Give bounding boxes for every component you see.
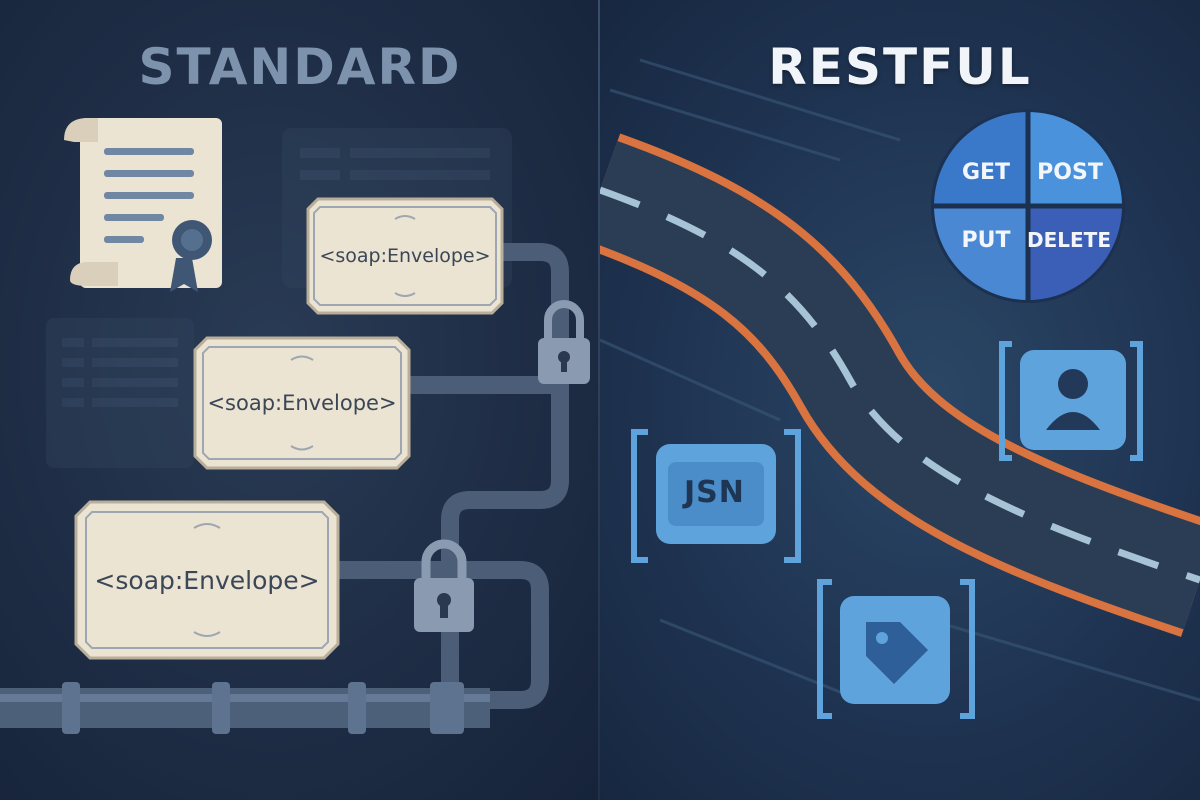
padlock-icon xyxy=(414,539,474,632)
pipe-network xyxy=(331,243,569,709)
standard-title: STANDARD xyxy=(138,38,462,96)
restful-background-art xyxy=(600,58,1200,719)
soap-envelope-label: <soap:Envelope> xyxy=(319,245,491,267)
http-method-post: POST xyxy=(1037,160,1103,185)
http-methods-wheel-icon xyxy=(931,109,1125,303)
tag-icon xyxy=(817,579,975,719)
highway-icon xyxy=(600,133,1200,637)
soap-envelope-label: <soap:Envelope> xyxy=(207,391,397,415)
http-method-delete: DELETE xyxy=(1027,228,1111,252)
http-method-put: PUT xyxy=(961,228,1011,253)
certificate-scroll-icon xyxy=(64,118,222,292)
envelope-frame xyxy=(306,197,504,315)
soap-envelope-card: <soap:Envelope> xyxy=(74,500,340,660)
http-method-get: GET xyxy=(961,160,1011,185)
restful-panel: RESTFUL xyxy=(600,0,1200,800)
user-profile-icon xyxy=(999,341,1143,461)
soap-envelope-label: <soap:Envelope> xyxy=(94,565,320,595)
soap-envelope-card: <soap:Envelope> xyxy=(306,197,504,315)
json-icon xyxy=(631,429,801,563)
restful-title: RESTFUL xyxy=(768,38,1032,96)
pipeline-icon xyxy=(0,682,490,734)
background-document-icon xyxy=(46,318,194,468)
padlock-icon xyxy=(538,300,590,384)
standard-panel: STANDARD xyxy=(0,0,600,800)
envelope-frame xyxy=(193,336,411,470)
json-label: JSN xyxy=(684,475,745,510)
envelope-frame xyxy=(74,500,340,660)
soap-envelope-card: <soap:Envelope> xyxy=(193,336,411,470)
